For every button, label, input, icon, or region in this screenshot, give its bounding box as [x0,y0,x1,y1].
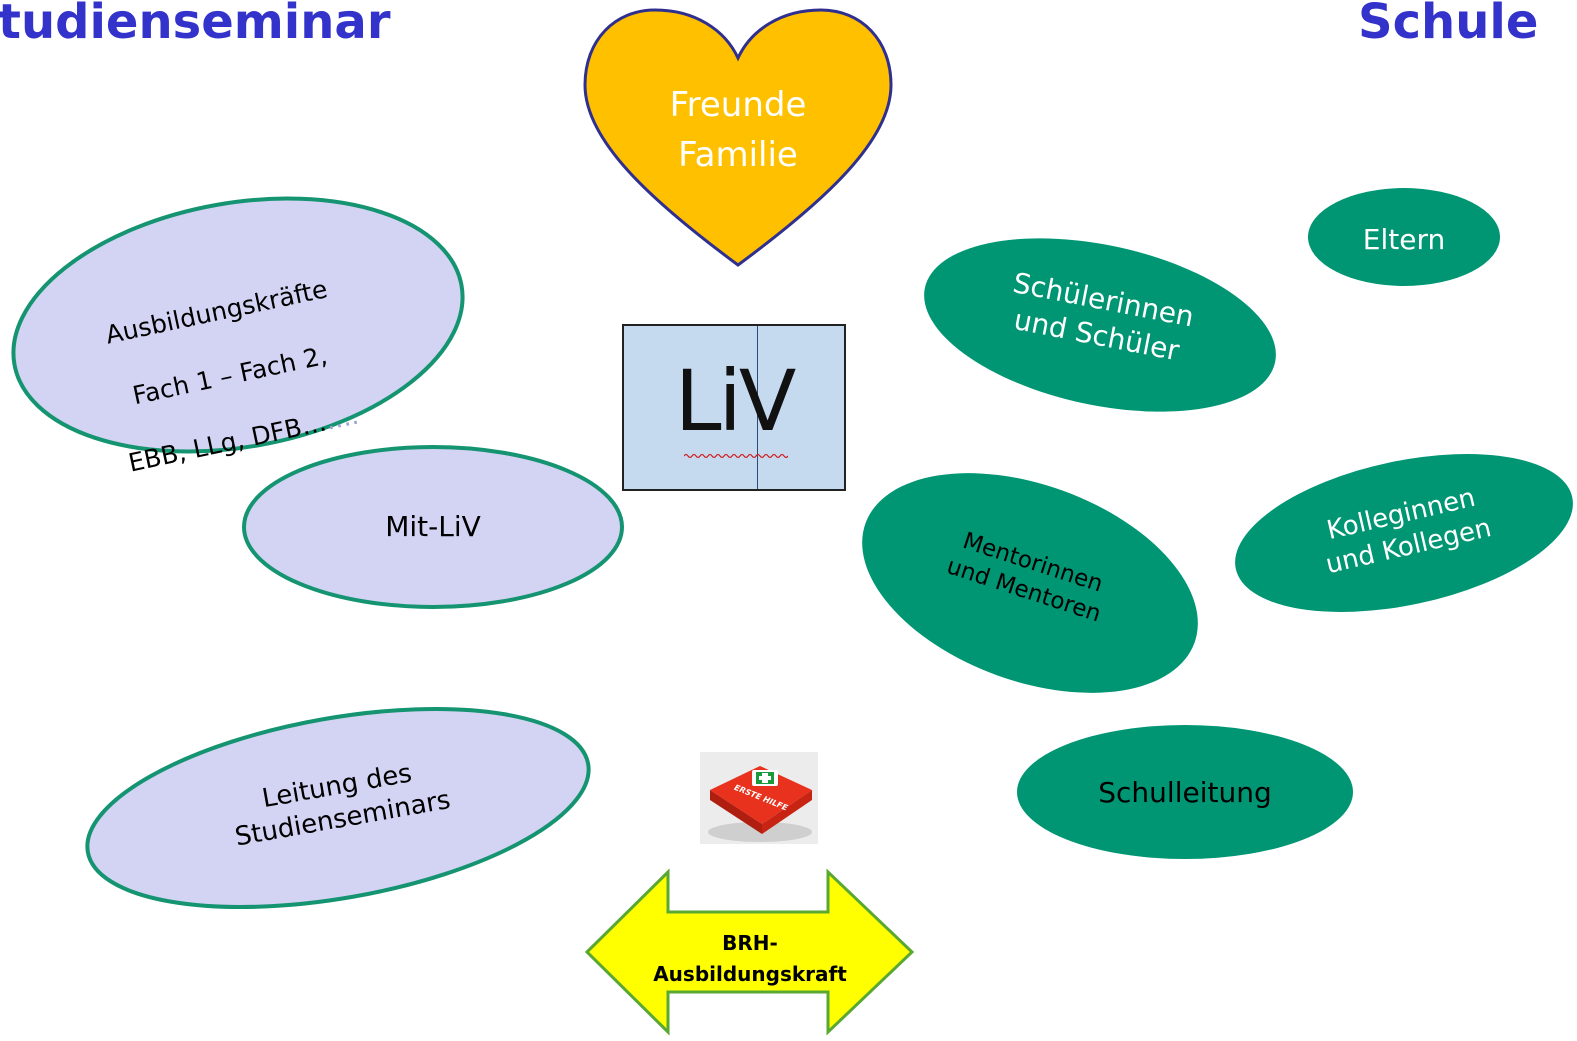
node-schulleitung [1017,725,1353,859]
node-leitung-des-studienseminars [85,706,591,910]
heading-schule: Schule [1358,0,1539,50]
heart-shape [583,8,893,267]
first-aid-kit-icon: ERSTE HILFE [700,752,818,844]
ausbildung-line-3: EBB, LLg, DFB… [125,406,329,478]
double-arrow-icon [584,868,915,1036]
liv-label: LiV [674,352,797,450]
node-ausbildungskraefte [11,196,465,454]
node-eltern [1308,188,1500,286]
mit-liv-label: Mit-LiV [385,510,481,543]
liv-center-box: LiV [622,324,846,491]
cursor-line [757,326,758,489]
node-mit-liv [242,445,624,609]
spellcheck-underline [684,453,788,459]
heart-label: Freunde Familie [669,85,807,176]
arrow-label: BRH- Ausbildungskraft [653,931,847,986]
node-schuelerinnen [924,238,1276,412]
schulleitung-label: Schulleitung [1098,776,1272,809]
node-mentorinnen [862,473,1198,693]
node-kolleginnen [1235,454,1573,612]
heading-studienseminar: tudienseminar [0,0,391,50]
eltern-label: Eltern [1362,223,1446,256]
ausbildung-trail: …. [322,400,361,436]
